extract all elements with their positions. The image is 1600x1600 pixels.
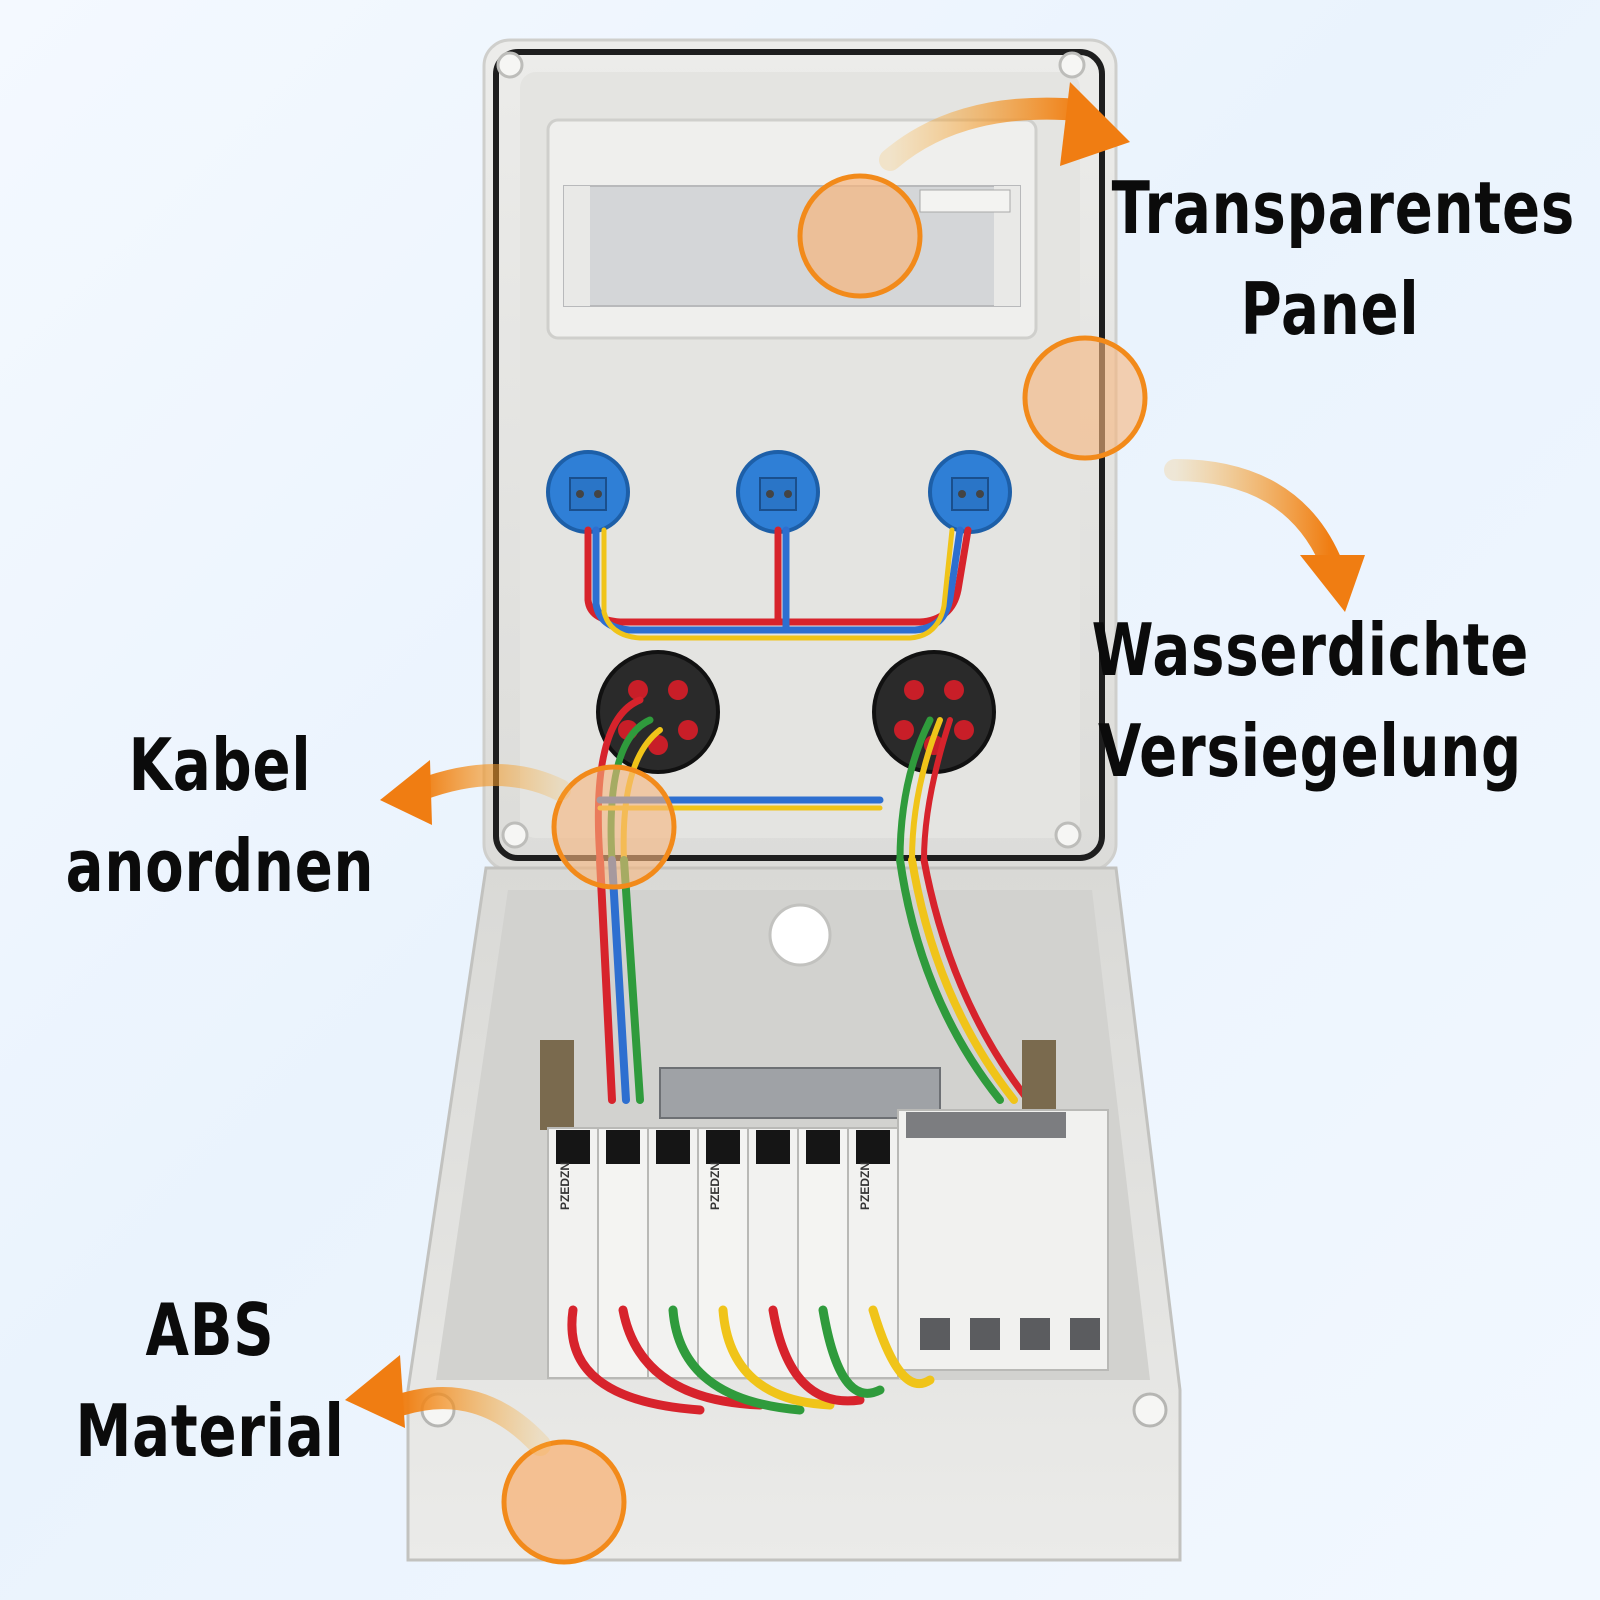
socket-right — [928, 450, 1012, 534]
screw-hole-icon — [1054, 821, 1082, 849]
callout-line: Versiegelung — [1097, 708, 1523, 793]
socket-left — [546, 450, 630, 534]
breaker-brand-label: PZEDZN — [858, 1162, 872, 1210]
callout-waterproof-seal: Wasserdichte Versiegelung — [1092, 600, 1529, 802]
arrow-left-icon — [380, 760, 571, 825]
callout-cable-arrangement: Kabel anordnen — [64, 715, 376, 917]
callout-line: Transparentes — [1111, 166, 1576, 250]
socket-center — [736, 450, 820, 534]
base-wiring — [596, 856, 1032, 1104]
callout-arrows — [345, 82, 1365, 1456]
busbar — [659, 1067, 941, 1119]
screw-hole-icon — [501, 821, 529, 849]
arrow-down-icon — [1164, 459, 1365, 612]
highlight-circle-cable — [551, 764, 677, 890]
highlight-circle-abs — [501, 1439, 627, 1565]
callout-line: Wasserdichte — [1091, 608, 1530, 692]
transparent-panel — [546, 118, 1038, 340]
breaker-brand-label: PZEDZN — [708, 1162, 722, 1210]
highlight-circle-seal — [1022, 335, 1148, 461]
arrow-left-icon — [345, 1355, 551, 1456]
cable-entry-hole — [768, 903, 832, 967]
cee-socket-left — [596, 650, 720, 774]
cee-socket-right — [872, 650, 996, 774]
screw-hole-icon — [1058, 51, 1086, 79]
terminal-bar-left — [540, 1040, 574, 1130]
highlight-circles — [501, 173, 1148, 1565]
enclosure-lid — [482, 38, 1118, 872]
screw-hole-icon — [496, 51, 524, 79]
callout-line: Panel — [1240, 266, 1420, 351]
callout-line: Material — [75, 1388, 345, 1473]
breaker-brand-label: PZEDZN — [558, 1162, 572, 1210]
highlight-circle-panel — [797, 173, 923, 299]
breaker-output-wiring — [567, 1305, 935, 1415]
enclosure-base: PZEDZN PZEDZN PZEDZN — [406, 856, 1182, 1562]
callout-line: anordnen — [65, 823, 375, 908]
breaker-row: PZEDZN PZEDZN PZEDZN — [547, 1109, 1109, 1379]
screw-hole-icon — [1132, 1392, 1168, 1428]
callout-abs-material: ABS Material — [54, 1280, 366, 1482]
callout-transparent-panel: Transparentes Panel — [1111, 158, 1576, 360]
arrow-right-icon — [879, 82, 1130, 171]
callout-line: ABS — [145, 1288, 275, 1372]
callout-line: Kabel — [128, 723, 312, 807]
